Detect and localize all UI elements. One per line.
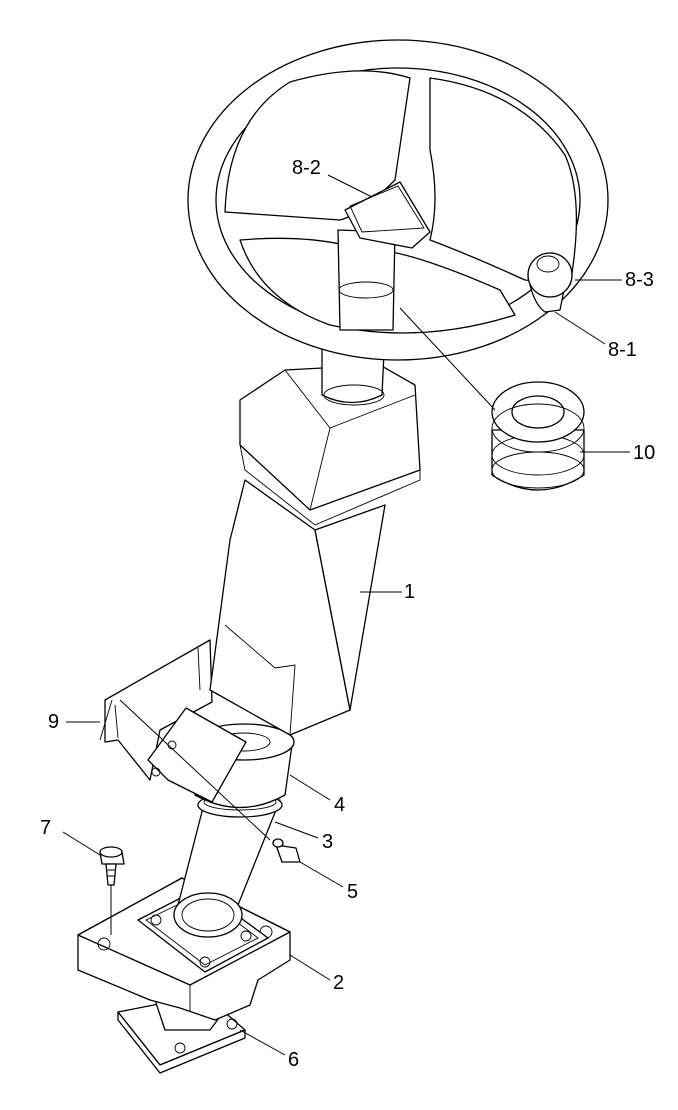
callout-5: 5 [347,881,359,903]
part-7-bolt [99,846,125,886]
part-5-grease-fitting [272,838,301,863]
part-8-2-horn-cap [344,181,431,249]
leader-lines [62,174,630,1056]
part-1-column-housing [209,364,421,736]
callout-8-2: 8-2 [292,157,321,179]
callout-9: 9 [48,711,60,733]
callout-10: 10 [633,442,656,464]
callout-3: 3 [322,831,334,853]
callout-6: 6 [288,1049,300,1071]
callout-8-1: 8-1 [608,339,637,361]
part-8-3-knob [527,252,573,313]
callout-8-3: 8-3 [625,269,654,291]
part-9-bracket [99,639,247,803]
lower-shaft-tube [173,799,281,938]
callout-2: 2 [333,972,345,994]
callout-1: 1 [404,581,416,603]
callout-4: 4 [334,794,346,816]
part-10-bushing [491,381,585,491]
callout-7: 7 [40,817,52,839]
